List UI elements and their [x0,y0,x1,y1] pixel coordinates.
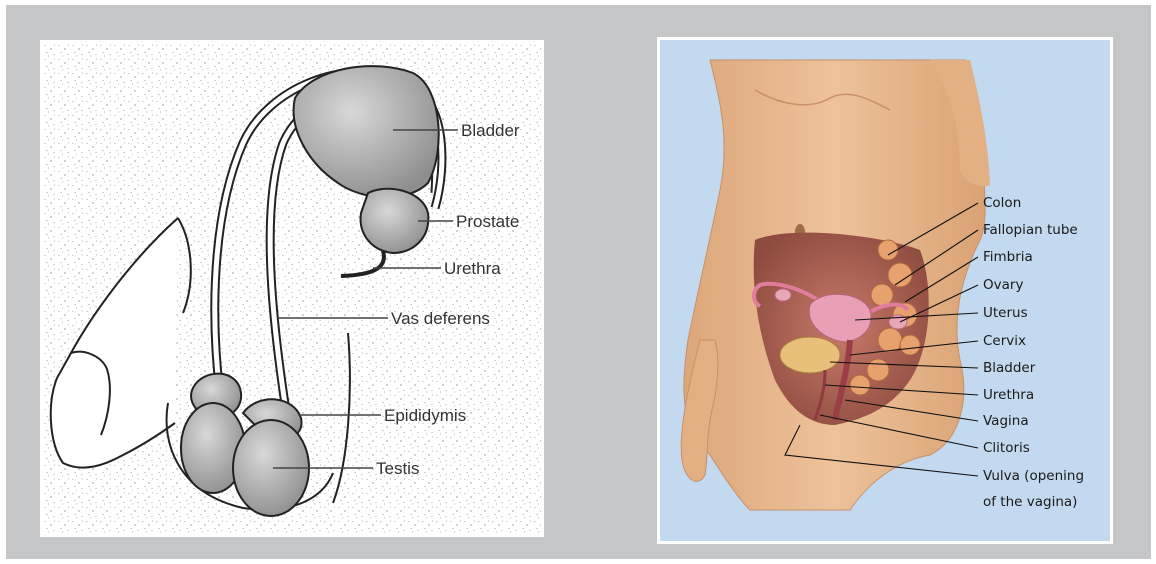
label-uterus: Uterus [983,307,1028,321]
label-cervix: Cervix [983,335,1026,349]
label-fimbria: Fimbria [983,251,1033,265]
female-reproductive-diagram: Colon Fallopian tube Fimbria Ovary Uteru… [657,37,1113,544]
bladder-shape [780,337,840,373]
label-colon: Colon [983,197,1021,211]
label-testis: Testis [376,460,419,477]
label-fallopian-tube: Fallopian tube [983,224,1078,238]
label-vulva-line2: of the vagina) [983,496,1077,510]
label-ovary: Ovary [983,279,1023,293]
label-vas-deferens: Vas deferens [391,310,490,327]
label-epididymis: Epididymis [384,407,466,424]
male-reproductive-diagram: Bladder Prostate Urethra Vas deferens Ep… [40,40,544,537]
female-illustration [660,40,1110,541]
label-bladder: Bladder [983,362,1035,376]
label-bladder: Bladder [461,122,520,139]
label-prostate: Prostate [456,213,519,230]
label-vulva-line1: Vulva (opening [983,470,1084,484]
label-vagina: Vagina [983,415,1029,429]
male-illustration [43,43,541,534]
label-urethra: Urethra [444,260,501,277]
label-urethra: Urethra [983,389,1034,403]
label-clitoris: Clitoris [983,442,1030,456]
